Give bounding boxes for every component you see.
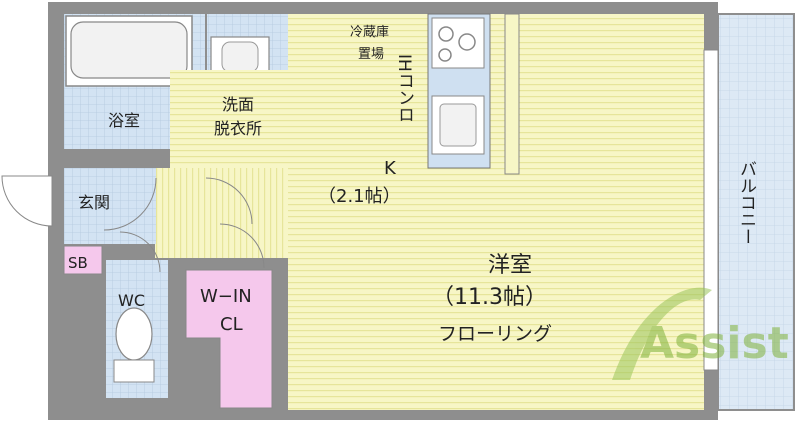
burner-2 — [458, 33, 476, 51]
wash-basin-bowl — [221, 41, 259, 73]
closet-door-swing — [219, 223, 265, 269]
label-washroom-2: 脱衣所 — [214, 119, 262, 138]
label-bathroom: 浴室 — [108, 111, 140, 130]
walk-in-closet-area — [185, 269, 273, 409]
ih-stove — [431, 17, 485, 69]
label-fridge-1: 冷蔵庫 — [350, 25, 389, 40]
toilet-bowl — [115, 307, 153, 361]
label-toilet: WC — [118, 291, 145, 310]
kitchen-wall-partition — [504, 13, 520, 175]
kitchen-sink-bowl — [439, 103, 477, 147]
shoe-box — [63, 245, 103, 275]
kitchen-corridor — [155, 168, 288, 258]
label-kitchen-size: （2.1帖） — [318, 186, 401, 207]
label-entrance: 玄関 — [78, 193, 110, 212]
watermark-text: Assist — [640, 318, 789, 369]
label-flooring: フローリング — [438, 323, 552, 345]
label-balcony: バルコニー — [736, 160, 756, 245]
balcony — [717, 13, 795, 411]
label-western-room: 洋室 — [488, 253, 532, 278]
label-western-room-size: （11.3帖） — [432, 285, 547, 310]
entrance-door-swing — [1, 175, 53, 227]
corridor-door-swing — [205, 177, 253, 225]
label-ih-stove: IHコンロ — [394, 54, 414, 123]
assist-logo: Assist — [612, 287, 789, 380]
label-shoe-box: SB — [68, 254, 88, 272]
label-fridge-2: 置場 — [358, 47, 384, 62]
entrance-inner-door-swing — [103, 177, 157, 231]
entrance-area — [64, 168, 156, 244]
label-washroom-1: 洗面 — [222, 95, 254, 114]
bathtub-inner — [70, 21, 188, 79]
label-walk-in-2: CL — [220, 314, 243, 335]
burner-1 — [438, 26, 454, 42]
label-kitchen: K — [384, 158, 397, 179]
burner-3 — [438, 48, 452, 62]
label-walk-in-1: W−IN — [200, 286, 252, 307]
toilet-tank — [113, 359, 155, 383]
toilet-door-swing — [119, 231, 161, 273]
